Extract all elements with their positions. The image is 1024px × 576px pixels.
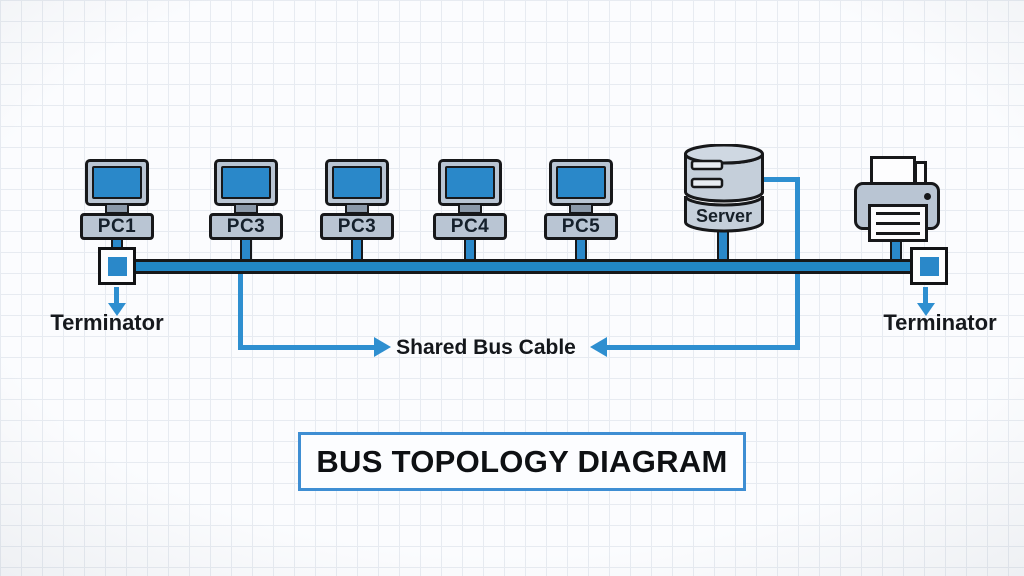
desktop-monitor-icon	[549, 159, 613, 206]
terminator-left-arrow-line	[114, 287, 119, 304]
terminator-right-label: Terminator	[883, 310, 997, 335]
desktop-monitor-icon	[85, 159, 149, 206]
pc-label: PC3	[320, 213, 394, 240]
callout-left-horizontal-line	[238, 345, 376, 350]
desktop-monitor-icon	[438, 159, 502, 206]
server-node: Server	[682, 143, 766, 234]
monitor-screen	[445, 166, 495, 199]
monitor-screen	[556, 166, 606, 199]
desktop-monitor-icon	[325, 159, 389, 206]
pc-node-1: PC1	[77, 159, 157, 240]
terminator-left	[98, 247, 136, 285]
terminator-right	[910, 247, 948, 285]
right-arrow-icon	[374, 337, 391, 357]
pc-label: PC4	[433, 213, 507, 240]
diagram-title: BUS TOPOLOGY DIAGRAM	[316, 444, 728, 479]
printer-output-tray	[868, 204, 928, 242]
pc-label: PC1	[80, 213, 154, 240]
monitor-screen	[221, 166, 271, 199]
server-label: Server	[695, 206, 753, 226]
printer-cable-stem	[890, 238, 902, 262]
desktop-monitor-icon	[214, 159, 278, 206]
monitor-screen	[332, 166, 382, 199]
pc2-cable-stem	[240, 236, 252, 262]
pc-node-2: PC3	[206, 159, 286, 240]
callout-right-top-line	[764, 177, 800, 182]
callout-left-vertical-line	[238, 274, 243, 348]
pc4-cable-stem	[464, 236, 476, 262]
terminator-square-icon	[107, 256, 127, 276]
terminator-right-arrow-line	[923, 287, 928, 304]
server-cable-stem	[717, 228, 729, 262]
pc-node-3: PC3	[317, 159, 397, 240]
down-arrow-icon	[108, 303, 126, 316]
pc-label: PC5	[544, 213, 618, 240]
shared-bus-cable-label: Shared Bus Cable	[396, 336, 576, 359]
diagram-title-box: BUS TOPOLOGY DIAGRAM	[298, 432, 746, 491]
pc-node-5: PC5	[541, 159, 621, 240]
printed-page-lines	[876, 212, 920, 235]
pc5-cable-stem	[575, 236, 587, 262]
bus-cable	[103, 259, 937, 274]
terminator-square-icon	[919, 256, 939, 276]
terminator-left-label: Terminator	[50, 310, 164, 335]
down-arrow-icon	[917, 303, 935, 316]
left-arrow-icon	[590, 337, 607, 357]
callout-right-horizontal-line	[606, 345, 800, 350]
printer-power-dot	[924, 193, 931, 200]
pc-node-4: PC4	[430, 159, 510, 240]
monitor-screen	[92, 166, 142, 199]
printer-node	[852, 156, 944, 246]
pc-label: PC3	[209, 213, 283, 240]
database-stack-icon	[684, 143, 764, 233]
pc3-cable-stem	[351, 236, 363, 262]
